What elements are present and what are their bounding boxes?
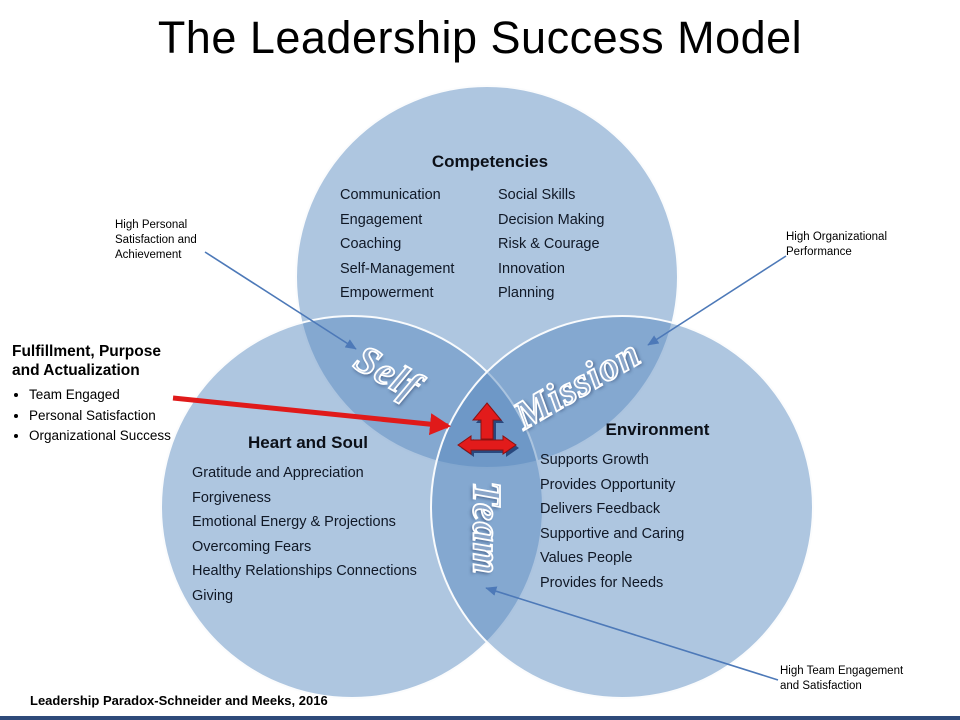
list-item: Coaching Risk & Courage [340,232,640,257]
list-item: Supportive and Caring [540,525,685,542]
annotation-organizational-performance: High Organizational Performance [786,231,888,259]
competency-item: Risk & Courage [498,236,600,252]
competencies-heading: Competencies [431,152,549,171]
list-item: Engagement Decision Making [340,208,640,233]
intersection-label-team: Team [464,480,511,575]
list-item: Giving [192,587,234,604]
list-item: Self-Management Innovation [340,257,640,282]
bullet-item: Personal Satisfaction [29,407,184,425]
heart-and-soul-block: Heart and Soul Gratitude and Appreciatio… [192,433,424,608]
list-item: Forgiveness [192,489,271,506]
list-item: Supports Growth [540,452,649,468]
competency-item: Decision Making [498,211,605,228]
heart-and-soul-heading: Heart and Soul [248,433,368,452]
list-item: Provides Opportunity [540,476,676,493]
list-item: Values People [540,550,633,566]
list-item: Empowerment Planning [340,281,640,306]
fulfillment-block: Fulfillment, Purpose and Actualization T… [12,342,184,448]
annotation-team-engagement: High Team Engagement and Satisfaction [780,665,904,693]
competency-item: Innovation [498,260,565,277]
bullet-item: Team Engaged [29,386,184,404]
competency-item: Self-Management [340,260,455,277]
competency-item: Engagement [340,211,423,228]
fulfillment-heading: Fulfillment, Purpose and Actualization [12,343,161,380]
competency-item: Communication [340,187,441,203]
competency-item: Social Skills [498,187,576,203]
environment-block: Environment Supports Growth Provides Opp… [540,420,775,595]
list-item: Provides for Needs [540,574,664,591]
list-item: Gratitude and Appreciation [192,465,364,481]
competency-item: Planning [498,285,555,301]
page-title: The Leadership Success Model [157,12,803,63]
competencies-block: Competencies Communication Social Skills… [340,152,640,306]
competency-item: Empowerment [340,285,434,301]
bullet-item: Organizational Success [29,427,184,445]
citation-footer: Leadership Paradox-Schneider and Meeks, … [30,693,328,708]
bottom-border [0,716,960,720]
list-item: Delivers Feedback [540,501,661,517]
list-item: Healthy Relationships Connections [192,563,417,579]
annotation-personal-satisfaction: High Personal Satisfaction and Achieveme… [115,219,197,262]
fulfillment-bullet-list: Team Engaged Personal Satisfaction Organ… [12,386,184,445]
list-item: Overcoming Fears [192,538,312,555]
competency-item: Coaching [340,236,402,252]
list-item: Communication Social Skills [340,183,640,208]
environment-heading: Environment [605,420,710,439]
list-item: Emotional Energy & Projections [192,514,396,530]
